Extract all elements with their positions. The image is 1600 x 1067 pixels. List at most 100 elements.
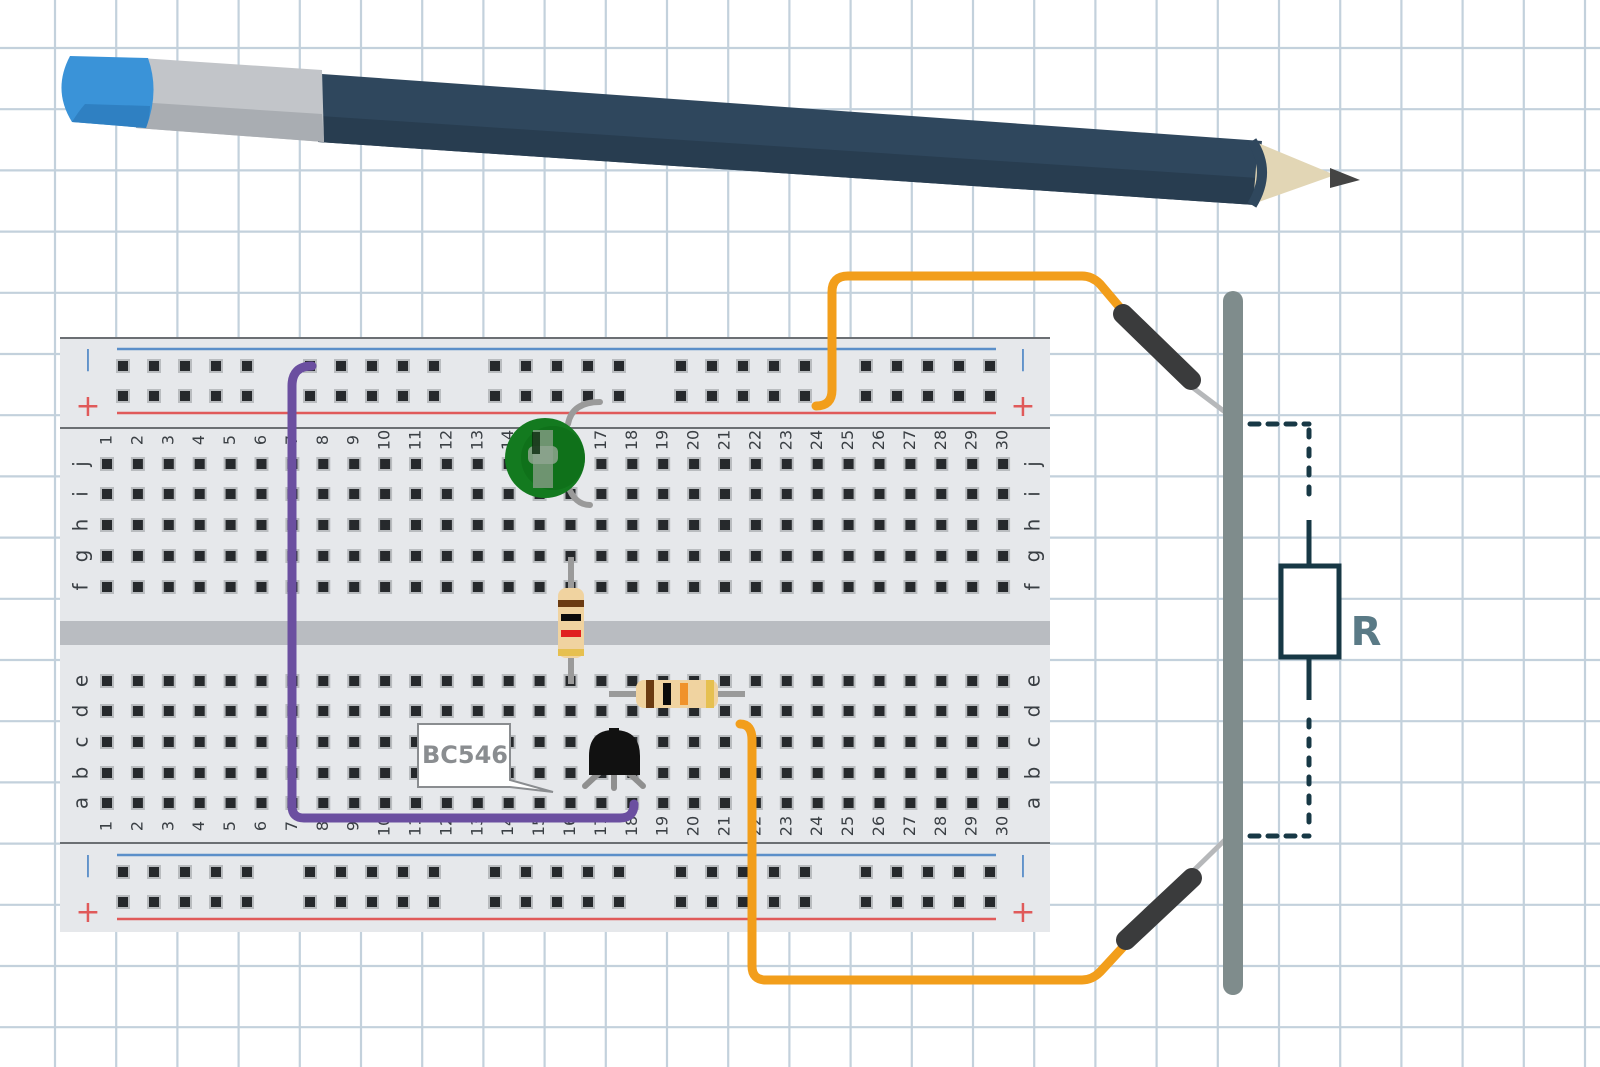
breadboard-hole — [521, 867, 531, 877]
row-label-right: e — [1021, 675, 1045, 687]
breadboard-hole — [534, 768, 545, 778]
column-number-bottom: 29 — [962, 816, 981, 836]
breadboard-hole — [367, 897, 377, 907]
column-number-top: 27 — [900, 430, 919, 450]
resistor-horizontal-band-3 — [680, 683, 688, 705]
breadboard-hole — [429, 391, 439, 401]
breadboard-hole — [472, 582, 483, 592]
breadboard-hole — [552, 391, 562, 401]
breadboard-hole — [380, 737, 391, 747]
resistor-horizontal[interactable] — [609, 680, 745, 708]
breadboard-hole — [102, 582, 112, 592]
resistor-vertical[interactable] — [558, 557, 584, 684]
green-led[interactable] — [505, 399, 603, 508]
breadboard-hole — [102, 737, 112, 747]
breadboard-hole — [118, 867, 128, 877]
pencil-eraser-shade — [72, 104, 150, 128]
breadboard-hole — [534, 737, 545, 747]
breadboard-hole — [936, 737, 947, 747]
breadboard-hole — [874, 551, 885, 561]
bottom-left-plus-symbol: + — [75, 895, 100, 930]
breadboard-hole — [225, 582, 236, 592]
breadboard-hole — [689, 489, 700, 499]
purple-jumper-wire[interactable] — [287, 361, 639, 823]
breadboard-hole — [118, 361, 128, 371]
breadboard-hole — [411, 489, 421, 499]
breadboard-hole — [738, 897, 748, 907]
probe-top[interactable] — [1113, 304, 1236, 421]
breadboard-hole — [503, 706, 514, 716]
breadboard-hole — [163, 582, 174, 592]
breadboard-hole — [256, 768, 267, 778]
breadboard-hole — [614, 897, 624, 907]
breadboard-hole — [583, 897, 593, 907]
breadboard-hole — [750, 676, 761, 686]
breadboard-hole — [800, 867, 810, 877]
top-left-minus-symbol: | — [84, 347, 91, 372]
breadboard-hole — [905, 520, 916, 530]
breadboard-hole — [707, 897, 717, 907]
breadboard-hole — [596, 798, 607, 808]
orange-wire-bottom[interactable] — [735, 719, 1129, 985]
row-label-right: g — [1021, 550, 1045, 563]
resistor-vertical-band-2 — [561, 614, 581, 621]
breadboard-hole — [998, 676, 1009, 686]
breadboard-hole — [676, 897, 686, 907]
breadboard-hole — [874, 798, 885, 808]
breadboard-hole — [102, 798, 112, 808]
column-number-top: 13 — [467, 430, 486, 450]
row-label-right: b — [1021, 767, 1045, 780]
breadboard-hole — [689, 798, 700, 808]
breadboard-hole — [380, 768, 391, 778]
breadboard-hole — [180, 897, 190, 907]
breadboard-hole — [132, 798, 143, 808]
row-label-left: g — [69, 550, 93, 563]
breadboard-hole — [256, 706, 267, 716]
breadboard-hole — [614, 361, 624, 371]
breadboard-hole — [812, 489, 823, 499]
breadboard-hole — [812, 768, 823, 778]
breadboard-hole — [627, 489, 638, 499]
breadboard-hole — [800, 361, 810, 371]
breadboard-hole — [905, 489, 916, 499]
breadboard-hole — [658, 489, 669, 499]
breadboard-hole — [211, 867, 221, 877]
breadboard-hole — [211, 897, 221, 907]
transistor[interactable] — [582, 728, 646, 791]
breadboard-hole — [211, 361, 221, 371]
breadboard-hole — [689, 582, 700, 592]
breadboard-hole — [985, 361, 995, 371]
column-number-top: 11 — [406, 430, 425, 450]
breadboard-hole — [163, 768, 174, 778]
breadboard-hole — [349, 459, 360, 469]
breadboard-hole — [812, 582, 823, 592]
breadboard-hole — [627, 459, 638, 469]
breadboard-hole — [781, 459, 792, 469]
breadboard-hole — [812, 520, 823, 530]
column-number-bottom: 5 — [220, 821, 239, 831]
column-number-bottom: 24 — [807, 816, 826, 836]
breadboard-hole — [658, 459, 669, 469]
resistor-vertical-body — [558, 588, 584, 658]
orange-wire-top[interactable] — [811, 271, 1127, 411]
resistor-horizontal-band-1 — [646, 680, 654, 708]
breadboard-hole — [225, 459, 236, 469]
breadboard-hole — [689, 551, 700, 561]
breadboard-hole — [380, 798, 391, 808]
breadboard-hole — [367, 391, 377, 401]
breadboard-hole — [256, 582, 267, 592]
breadboard-hole — [380, 706, 391, 716]
breadboard-hole — [194, 706, 205, 716]
breadboard-hole — [349, 582, 360, 592]
breadboard-hole — [596, 706, 607, 716]
breadboard-hole — [720, 737, 730, 747]
breadboard-hole — [892, 897, 902, 907]
breadboard-hole — [380, 489, 391, 499]
breadboard-hole — [812, 706, 823, 716]
breadboard-hole — [985, 867, 995, 877]
breadboard-hole — [441, 551, 452, 561]
column-number-bottom: 8 — [313, 821, 332, 831]
row-label-left: h — [69, 519, 93, 532]
breadboard-hole — [132, 459, 143, 469]
column-number-top: 8 — [313, 435, 332, 445]
